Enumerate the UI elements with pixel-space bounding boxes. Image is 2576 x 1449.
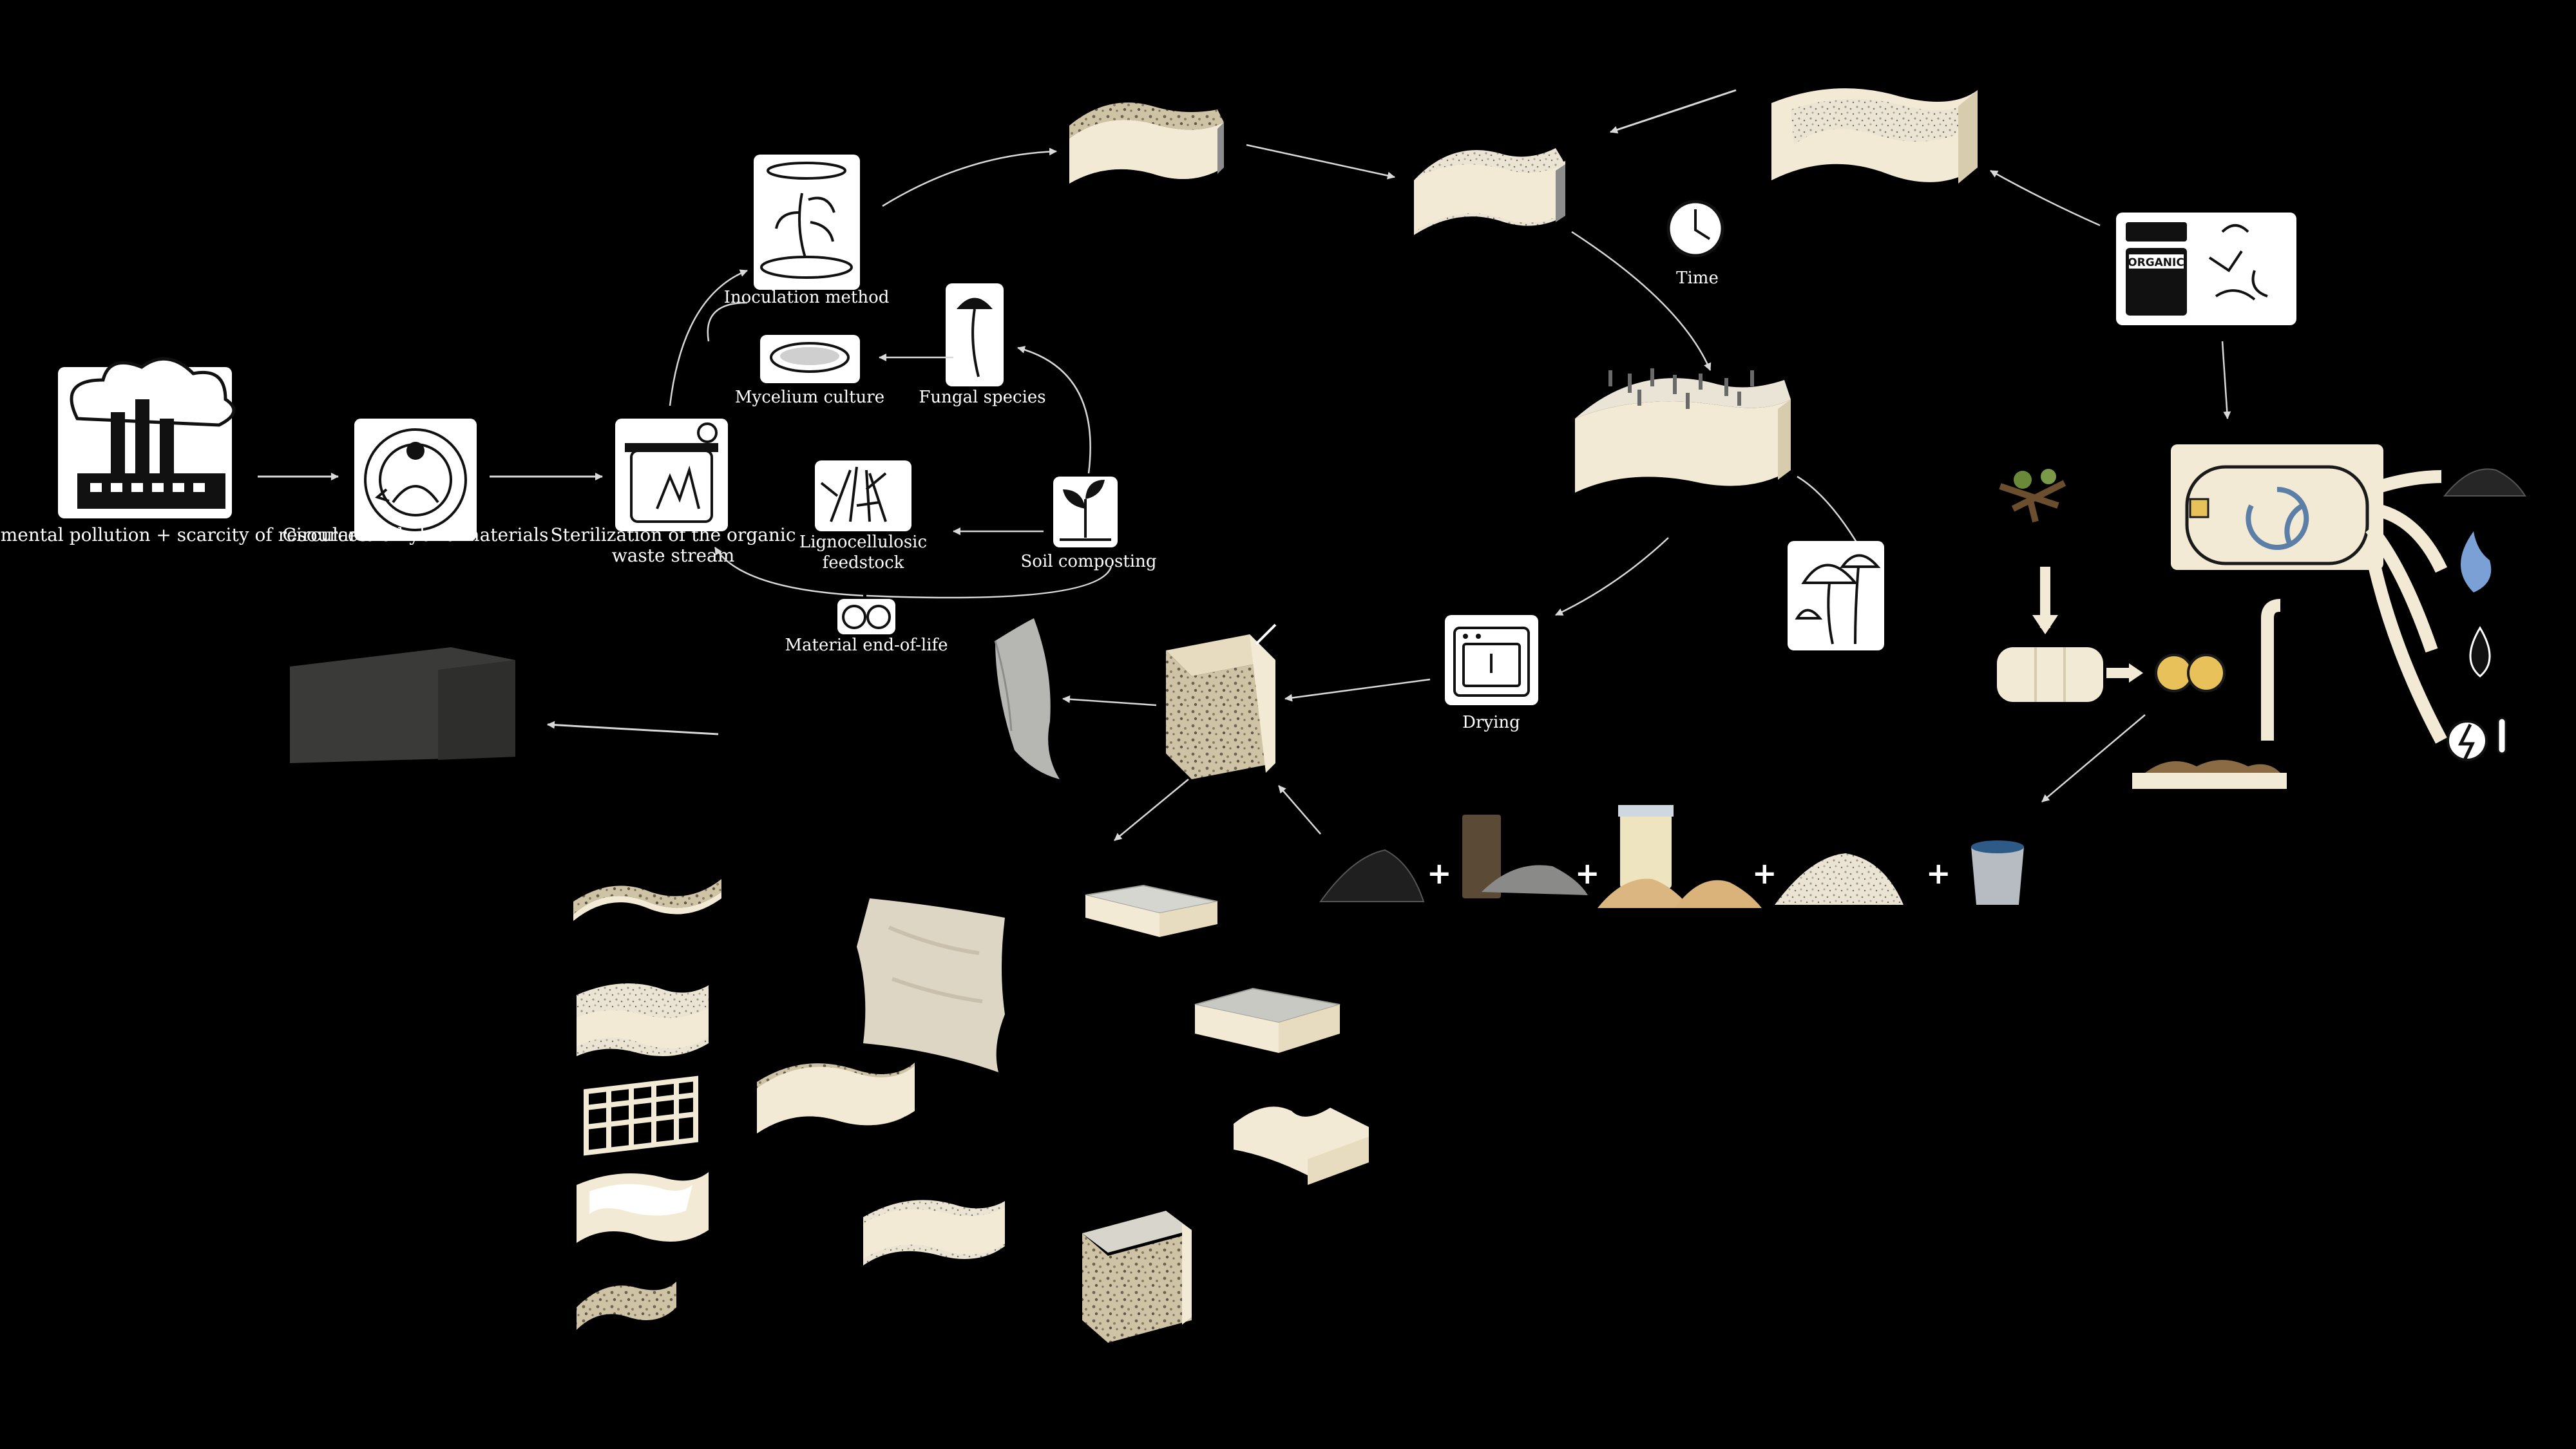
plus-sign-2: + xyxy=(1575,856,1600,891)
ingredient-bucket xyxy=(1971,840,2024,905)
time-label: Time xyxy=(1676,269,1719,288)
output-energy-heat-icon xyxy=(2447,717,2507,761)
storage-tank-icon xyxy=(1997,647,2103,702)
soil-composting-sprout-icon xyxy=(1053,477,1118,547)
mushroom-fruiting-bodies-icon xyxy=(1788,541,1884,650)
product-tiled-slab-large xyxy=(1085,884,1218,937)
fungal-species-mushroom-icon xyxy=(946,283,1004,386)
product-grid-lattice xyxy=(584,1075,698,1156)
output-oil-drop-icon xyxy=(2469,626,2491,677)
end-of-life-icon xyxy=(837,599,895,634)
fungal-species-label: Fungal species xyxy=(919,388,1045,407)
mycelium-culture-label: Mycelium culture xyxy=(735,388,884,407)
inoculation-method-icon xyxy=(754,155,860,290)
circular-recycle-icon xyxy=(354,419,477,541)
factory-pollution-icon xyxy=(58,357,236,518)
drying-oven-icon xyxy=(1445,615,1538,705)
soil-composting-label: Soil composting xyxy=(1020,552,1156,571)
product-open-tray xyxy=(577,1172,709,1243)
product-textured-slab-small xyxy=(863,1200,1005,1265)
sterilization-pot-icon xyxy=(615,419,728,531)
organic-waste-bin-icon: ORGANIC xyxy=(2116,213,2296,325)
product-thick-wavy-slab xyxy=(757,1063,915,1133)
plus-sign-1: + xyxy=(1427,856,1452,891)
mycelium-growth-slab xyxy=(1414,148,1565,235)
ingredient-bag-and-grey-pile xyxy=(1462,815,1588,898)
product-curved-slab xyxy=(1234,1106,1369,1185)
substrate-tray xyxy=(1771,88,1978,184)
time-clock-icon xyxy=(1666,200,1724,258)
product-wave-sheet xyxy=(857,898,1005,1072)
product-composite-cube xyxy=(1082,1211,1192,1343)
output-gas-flame-icon xyxy=(2461,531,2492,592)
compost-soil-bed xyxy=(2132,760,2287,789)
svg-text:ORGANIC: ORGANIC xyxy=(2128,256,2184,269)
pollution-label: Environmental pollution + scarcity of re… xyxy=(0,524,368,545)
ingredient-black-pile xyxy=(1319,849,1425,902)
plus-sign-4: + xyxy=(1926,856,1951,891)
mycelium-culture-petri-icon xyxy=(760,335,860,383)
product-tiled-slab-medium xyxy=(1194,987,1340,1053)
plus-sign-3: + xyxy=(1752,856,1777,891)
building-icon xyxy=(290,647,515,763)
ingredient-jar-and-sawdust xyxy=(1598,805,1762,908)
circular-label: Circular bio-hybrid materials xyxy=(283,524,549,545)
lignocellulosic-feedstock-icon xyxy=(815,460,911,531)
output-charcoal-pile xyxy=(2443,468,2526,497)
feedstock-branch-icon xyxy=(1999,469,2066,523)
textured-slab-top xyxy=(1069,102,1224,184)
drying-label: Drying xyxy=(1462,713,1520,732)
product-small-wavy-panel xyxy=(577,1282,676,1330)
composite-block-cutaway xyxy=(1166,623,1277,779)
inoculation-label: Inoculation method xyxy=(724,288,890,307)
product-textured-box xyxy=(577,983,709,1056)
grinder-gears-icon xyxy=(2155,654,2226,692)
product-wavy-panel xyxy=(573,879,721,921)
ingredient-grey-gravel xyxy=(1775,853,1903,905)
grown-mushroom-block xyxy=(1575,368,1791,493)
grey-flexible-sheet xyxy=(994,618,1060,779)
biogas-digester-icon xyxy=(2171,444,2383,570)
end-of-life-label: Material end-of-life xyxy=(785,636,948,655)
